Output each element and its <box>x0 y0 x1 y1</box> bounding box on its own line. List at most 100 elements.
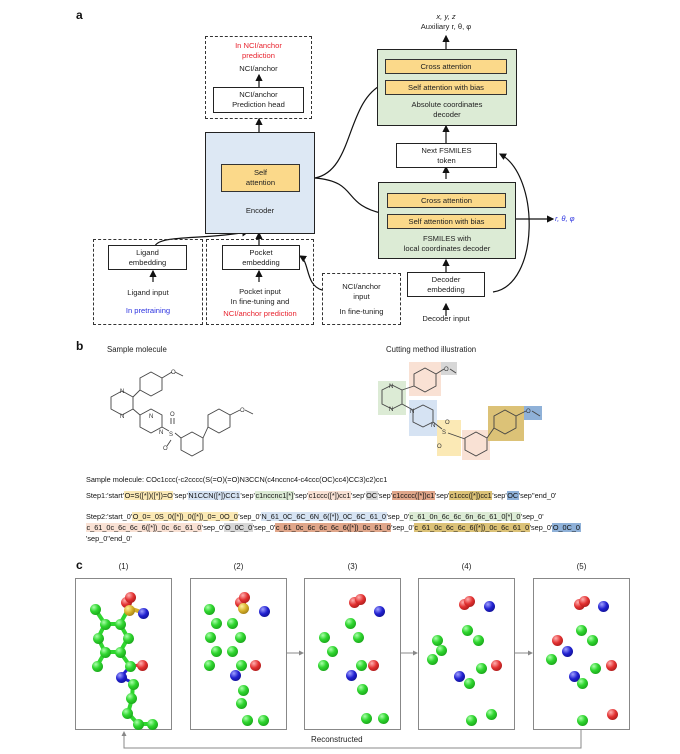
nci-input-line1: NCI/anchor <box>342 282 381 291</box>
local-decoder-label: FSMILES with local coordinates decoder <box>378 234 516 254</box>
atom-carbon <box>577 678 588 689</box>
step2-sequence-line1: Step2:'start_0'O_0=_0S_0([*])_0([*])_0=_… <box>86 512 544 523</box>
atom-carbon <box>126 693 137 704</box>
sample-smiles-label: Sample molecule: <box>86 475 147 484</box>
atom-carbon <box>123 633 134 644</box>
pocket-emb-line2: embedding <box>242 257 280 267</box>
absolute-decoder-label-line2: decoder <box>433 110 461 119</box>
atom-carbon <box>361 713 372 724</box>
absolute-self-attention-bias: Self attention with bias <box>385 80 507 95</box>
atom-carbon <box>147 719 158 730</box>
sample-smiles-value: COc1ccc(-c2cccc(S(=O)(=O)N3CCN(c4nccnc4-… <box>146 475 388 484</box>
atom-carbon <box>122 708 133 719</box>
fragment-token-dblue: O_0C_0 <box>552 523 581 532</box>
atom-nitrogen <box>454 671 465 682</box>
next-token-line1: Next FSMILES <box>421 145 472 155</box>
atom-carbon <box>227 646 238 657</box>
nci-prediction-note-line2: prediction <box>242 51 275 60</box>
sample-molecule-title: Sample molecule <box>107 345 167 354</box>
atom-nitrogen <box>116 672 127 683</box>
frame-2-atoms <box>190 578 287 730</box>
separator-token: 'sep_0' <box>520 512 544 521</box>
arrow-encoder-to-absolute-decoder <box>314 82 387 179</box>
separator-token: 'sep_0' <box>529 523 553 532</box>
separator-token: 'sep_0' <box>252 523 276 532</box>
fragment-token-grey: OC <box>365 491 378 500</box>
atom-sulfur <box>238 603 249 614</box>
nci-input-line2: input <box>353 292 370 301</box>
atom-carbon <box>242 715 253 726</box>
absolute-decoder-label-line1: Absolute coordinates <box>411 100 483 109</box>
atom-nitrogen <box>346 670 357 681</box>
atom-carbon <box>205 632 216 643</box>
local-decoder-label-line2: local coordinates decoder <box>403 244 491 253</box>
nci-prediction-region <box>205 36 312 119</box>
atom-carbon <box>353 632 364 643</box>
atom-carbon <box>327 646 338 657</box>
atom-carbon <box>464 678 475 689</box>
fragment-token-orange: c_61_0c_6c_6c_6c_6([*])_0c_61_0 <box>275 523 392 532</box>
absolute-cross-attention: Cross attention <box>385 59 507 74</box>
atom-carbon <box>466 715 477 726</box>
atom-carbon <box>92 661 103 672</box>
atom-carbon <box>236 698 247 709</box>
nci-prediction-note-line1: In NCI/anchor <box>235 41 282 50</box>
atom-carbon <box>577 715 588 726</box>
atom-carbon <box>211 618 222 629</box>
atom-carbon <box>204 604 215 615</box>
prediction-head-line1: NCI/anchor <box>239 90 278 99</box>
svg-text:N: N <box>120 389 124 395</box>
prediction-head-box: NCI/anchor Prediction head <box>213 87 304 113</box>
atom-carbon <box>115 619 126 630</box>
svg-text:O: O <box>445 420 450 426</box>
atom-nitrogen <box>484 601 495 612</box>
atom-carbon <box>235 632 246 643</box>
atom-carbon <box>90 604 101 615</box>
atom-carbon <box>318 660 329 671</box>
nci-output-label: NCI/anchor <box>239 64 278 73</box>
self-attention-line2: attention <box>245 178 276 187</box>
ligand-input-label: Ligand input <box>127 288 169 297</box>
atom-oxygen <box>121 597 132 608</box>
atom-carbon <box>211 646 222 657</box>
separator-token: 'sep_0' <box>201 523 225 532</box>
encoder-self-attention: Self attention <box>221 164 300 192</box>
step2-sequence-line3: 'sep_0''end_0' <box>86 534 132 543</box>
atom-nitrogen <box>598 601 609 612</box>
nci-input-note: In fine-tuning <box>339 307 384 316</box>
atom-oxygen <box>464 596 475 607</box>
atom-oxygen <box>368 660 379 671</box>
atom-nitrogen <box>374 606 385 617</box>
atom-oxygen <box>239 592 250 603</box>
separator-token: 'sep' <box>293 491 309 500</box>
atom-sulfur <box>124 605 135 616</box>
atom-nitrogen <box>259 606 270 617</box>
cutting-method-structure: NN ONN SOO O <box>378 362 542 460</box>
decoder-input-label: Decoder input <box>422 314 470 323</box>
frame-4-atoms <box>418 578 515 730</box>
svg-text:N: N <box>159 430 163 436</box>
svg-text:O: O <box>240 408 245 414</box>
atom-carbon <box>436 645 447 656</box>
pocket-emb-line1: Pocket <box>249 247 273 257</box>
separator-token: 'sep' <box>173 491 188 500</box>
svg-text:N: N <box>410 409 414 415</box>
atom-carbon <box>486 709 497 720</box>
atom-carbon <box>236 660 247 671</box>
frame-title-1: (1) <box>118 562 129 571</box>
panel-b-letter: b <box>76 339 84 353</box>
decoder-emb-line1: Decoder <box>431 274 461 284</box>
atom-nitrogen <box>138 608 149 619</box>
ligand-region <box>93 239 203 325</box>
pocket-region <box>206 239 314 325</box>
fragment-token-olive: c1ccc([*])cc1 <box>449 491 493 500</box>
frame-title-2: (2) <box>233 562 244 571</box>
svg-text:N: N <box>149 414 153 420</box>
svg-text:N: N <box>431 423 435 429</box>
frame-3-atoms <box>304 578 401 730</box>
svg-text:O: O <box>171 370 176 376</box>
prediction-head-line2: Prediction head <box>232 100 285 109</box>
cutting-method-title: Cutting method illustration <box>386 345 477 354</box>
sample-molecule-structure: NN ONN SOO O <box>110 370 254 457</box>
svg-text:O: O <box>444 367 449 373</box>
